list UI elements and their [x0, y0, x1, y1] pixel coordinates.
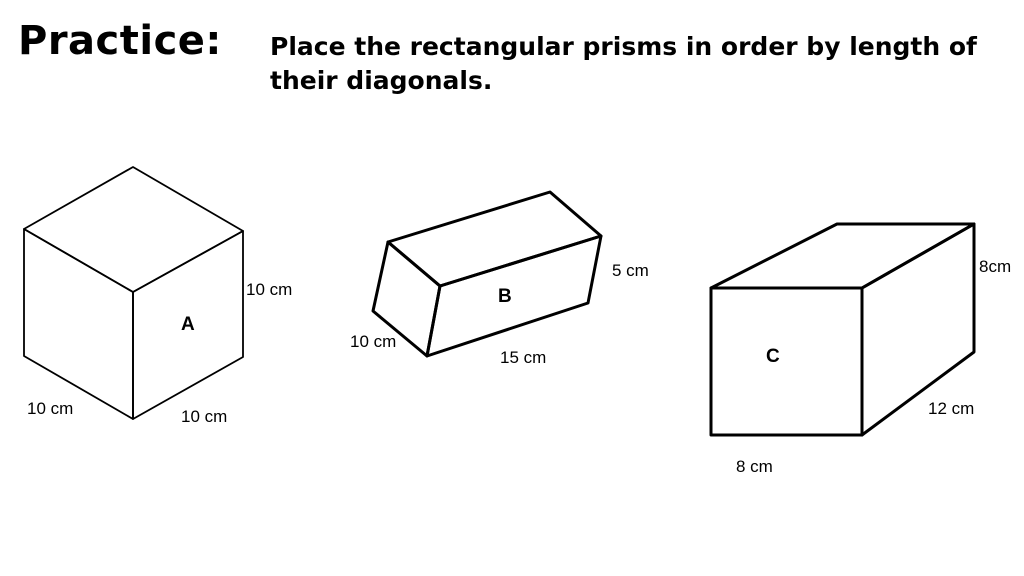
prism-c-label: C	[766, 346, 780, 367]
prism-a-width: 10 cm	[27, 399, 73, 418]
prism-c-height: 8cm	[979, 257, 1011, 276]
prism-a-label: A	[181, 314, 195, 335]
prism-b-height: 5 cm	[612, 261, 649, 280]
instruction-text: Place the rectangular prisms in order by…	[270, 32, 977, 95]
prism-a-depth: 10 cm	[181, 407, 227, 426]
prism-b-length: 15 cm	[500, 348, 546, 367]
prism-c-width: 8 cm	[736, 457, 773, 476]
prism-a	[23, 166, 244, 420]
prism-c-length: 12 cm	[928, 399, 974, 418]
prism-b-width: 10 cm	[350, 332, 396, 351]
page-title: Practice:	[18, 18, 222, 64]
prism-c	[709, 222, 976, 437]
prism-a-height: 10 cm	[246, 280, 292, 299]
prism-b-label: B	[498, 286, 512, 307]
prism-b	[371, 190, 603, 358]
